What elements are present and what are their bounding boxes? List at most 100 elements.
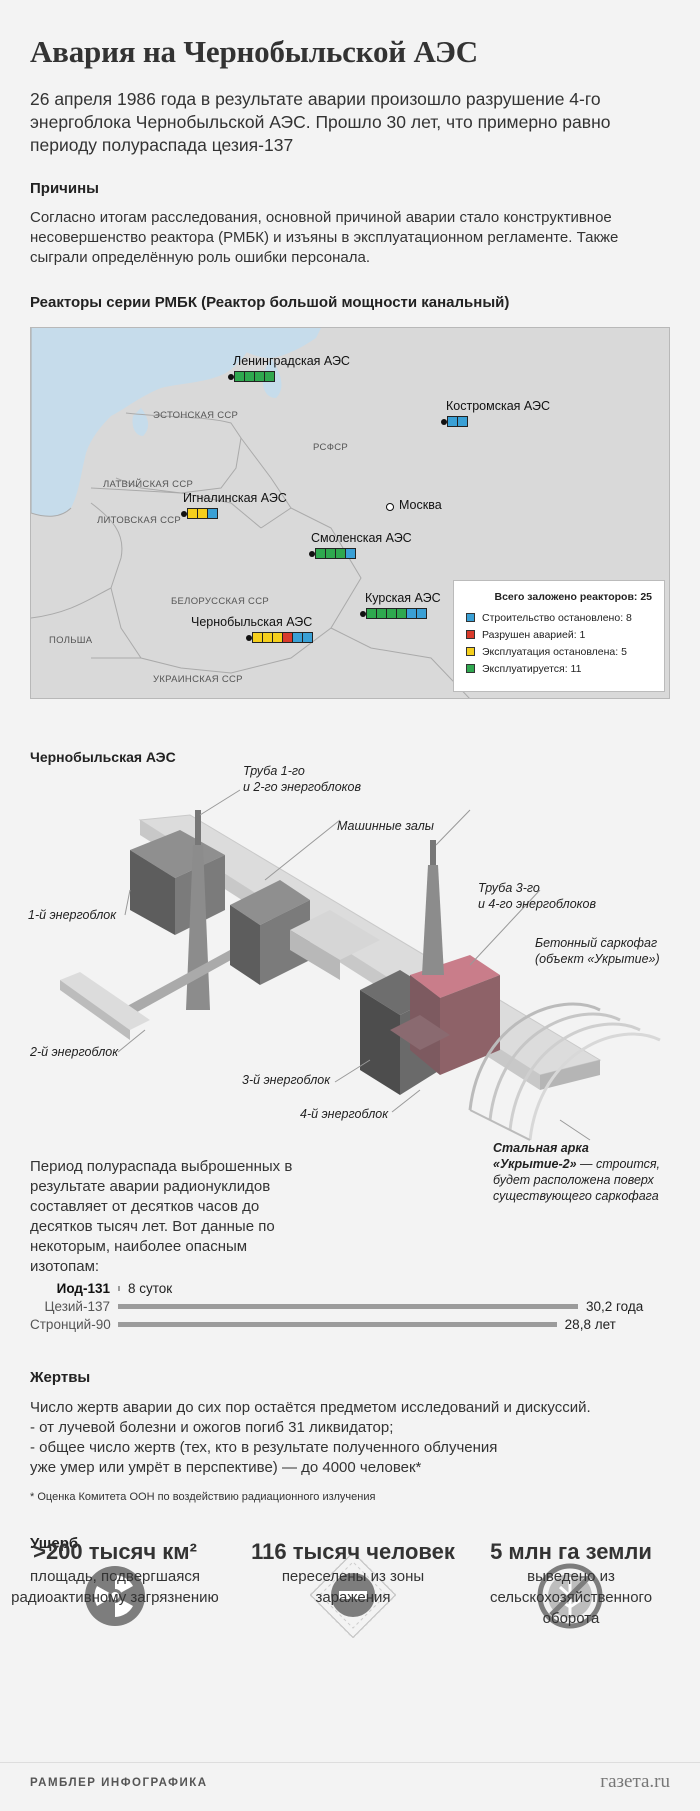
region-poland: ПОЛЬША: [49, 635, 93, 646]
isotope-row: Иод-131 8 суток: [30, 1279, 173, 1297]
causes-heading: Причины: [30, 180, 99, 197]
victims-line: - от лучевой болезни и ожогов погиб 31 л…: [30, 1419, 394, 1436]
arch-title: Стальная арка «Укрытие-2»: [493, 1141, 589, 1171]
city-moscow: Москва: [399, 498, 442, 512]
reactor-cell: [416, 608, 427, 619]
isotope-row: Стронций-90 28,8 лет: [30, 1315, 616, 1333]
region-latvia: ЛАТВИЙСКАЯ ССР: [103, 479, 194, 490]
legend-label: Эксплуатация остановлена: 5: [482, 645, 627, 658]
isotope-name: Цезий-137: [44, 1298, 111, 1314]
label-stack-12: Труба 1-го и 2-го энергоблоков: [243, 764, 362, 794]
plant-marker: [441, 418, 447, 425]
reactor-cell: [457, 416, 468, 427]
legend-swatch: [466, 664, 475, 673]
damage-value: 116 тысяч человек: [251, 1539, 455, 1564]
isotope-name: Иод-131: [56, 1280, 110, 1296]
reactor-map: ЭСТОНСКАЯ ССР РСФСР ЛАТВИЙСКАЯ ССР ЛИТОВ…: [30, 327, 670, 699]
legend-item: Разрушен аварией: 1: [466, 626, 652, 643]
legend-label: Разрушен аварией: 1: [482, 628, 586, 641]
isotope-name: Стронций-90: [30, 1316, 111, 1332]
lead-text: 26 апреля 1986 года в результате аварии …: [30, 89, 611, 155]
label-sarcophagus: Бетонный саркофаг (объект «Укрытие»): [535, 936, 660, 966]
plant-cells-chernobyl: [246, 632, 313, 643]
damage-caption: выведено из сельскохозяйственного оборот…: [489, 1568, 653, 1627]
radiation-icon: [85, 1566, 145, 1626]
victims-line: Число жертв аварии до сих пор остаётся п…: [30, 1399, 591, 1416]
victims-footnote: * Оценка Комитета ООН по воздействию рад…: [30, 1491, 376, 1503]
isotope-value: 30,2 года: [586, 1298, 644, 1314]
plant-label-chernobyl: Чернобыльская АЭС: [191, 615, 313, 629]
plant-marker: [228, 373, 234, 380]
label-halls: Машинные залы: [337, 819, 434, 833]
isotope-row: Цезий-137 30,2 года: [30, 1297, 644, 1315]
isotope-bar: [118, 1321, 557, 1327]
arch-text: — строится, будет расположена поверх сущ…: [493, 1157, 661, 1203]
damage-item-land: 5 млн га земли выведено из сельскохозяйс…: [461, 1540, 681, 1629]
legend-label: Эксплуатируется: 11: [482, 662, 582, 675]
damage-item-area: >200 тысяч км² площадь, подвергшаяся рад…: [5, 1540, 225, 1608]
damage-caption: переселены из зоны заражения: [281, 1568, 425, 1606]
legend-swatch: [466, 630, 475, 639]
plant-marker: [246, 634, 252, 641]
footer-brand: РАМБЛЕР ИНФОГРАФИКА: [30, 1777, 208, 1789]
legend-item: Эксплуатация остановлена: 5: [466, 643, 652, 660]
footer-site-link[interactable]: газета.ru: [600, 1771, 670, 1792]
plant-cells-leningrad: [228, 371, 275, 382]
plant-marker: [309, 550, 315, 557]
plant-label-kostroma: Костромская АЭС: [446, 399, 550, 413]
plant-marker: [360, 610, 366, 617]
footer-divider: [0, 1762, 700, 1763]
reactors-heading: Реакторы серии РМБК (Реактор большой мощ…: [30, 294, 510, 311]
legend-item: Строительство остановлено: 8: [466, 609, 652, 626]
plant-marker: [181, 510, 187, 517]
label-arch: Стальная арка «Укрытие-2» — строится, бу…: [493, 1140, 673, 1204]
plant-label-leningrad: Ленинградская АЭС: [233, 354, 350, 368]
reactor-cell: [207, 508, 218, 519]
label-unit3: 3-й энергоблок: [242, 1073, 331, 1087]
plant-label-kursk: Курская АЭС: [365, 591, 441, 605]
plant-cells-ignalina: [181, 508, 218, 519]
label-stack-34: Труба 3-го и 4-го энергоблоков: [478, 881, 597, 911]
npp-illustration: [60, 789, 661, 1141]
plant-cells-smolensk: [309, 548, 356, 559]
legend-label: Строительство остановлено: 8: [482, 611, 632, 624]
legend-swatch: [466, 613, 475, 622]
causes-text: Согласно итогам расследования, основной …: [30, 209, 619, 266]
damage-heading: Ущерб: [30, 1535, 79, 1552]
plant-label-smolensk: Смоленская АЭС: [311, 531, 412, 545]
legend-swatch: [466, 647, 475, 656]
plant-cells-kostroma: [441, 416, 468, 427]
halflife-text: Период полураспада выброшенных в результ…: [30, 1158, 293, 1275]
damage-value: 5 млн га земли: [490, 1539, 652, 1564]
isotope-bar: [118, 1303, 578, 1309]
moscow-marker: [386, 503, 394, 511]
label-unit4: 4-й энергоблок: [300, 1107, 389, 1121]
crossed-plant-icon: [537, 1563, 603, 1629]
label-unit1: 1-й энергоблок: [28, 908, 117, 922]
isotope-value: 8 суток: [128, 1280, 173, 1296]
reactor-cell: [302, 632, 313, 643]
npp-heading: Чернобыльская АЭС: [30, 749, 176, 765]
damage-caption: площадь, подвергшаяся радиоактивному заг…: [11, 1568, 219, 1606]
legend-item: Эксплуатируется: 11: [466, 660, 652, 677]
damage-item-people: 116 тысяч человек переселены из зоны зар…: [243, 1540, 463, 1608]
damage-value: >200 тысяч км²: [33, 1539, 197, 1564]
victims-line: уже умер или умрёт в перспективе) — до 4…: [30, 1459, 422, 1476]
no-entry-icon: [310, 1552, 396, 1638]
map-background: [31, 328, 470, 698]
reactor-cell: [345, 548, 356, 559]
region-rsfsr: РСФСР: [313, 442, 349, 453]
reactor-cell: [264, 371, 275, 382]
plant-label-ignalina: Игналинская АЭС: [183, 491, 287, 505]
page-title: Авария на Чернобыльской АЭС: [30, 34, 478, 69]
isotope-value: 28,8 лет: [564, 1316, 616, 1332]
victims-line: - общее число жертв (тех, кто в результа…: [30, 1439, 498, 1456]
reactor-legend: Всего заложено реакторов: 25 Строительст…: [453, 580, 665, 692]
region-ukraine: УКРАИНСКАЯ ССР: [153, 674, 243, 685]
victims-heading: Жертвы: [30, 1369, 91, 1386]
isotope-bar: [118, 1285, 120, 1291]
legend-title: Всего заложено реакторов: 25: [494, 591, 652, 603]
region-estonia: ЭСТОНСКАЯ ССР: [153, 410, 239, 421]
label-unit2: 2-й энергоблок: [30, 1045, 119, 1059]
region-lithuania: ЛИТОВСКАЯ ССР: [97, 515, 182, 526]
